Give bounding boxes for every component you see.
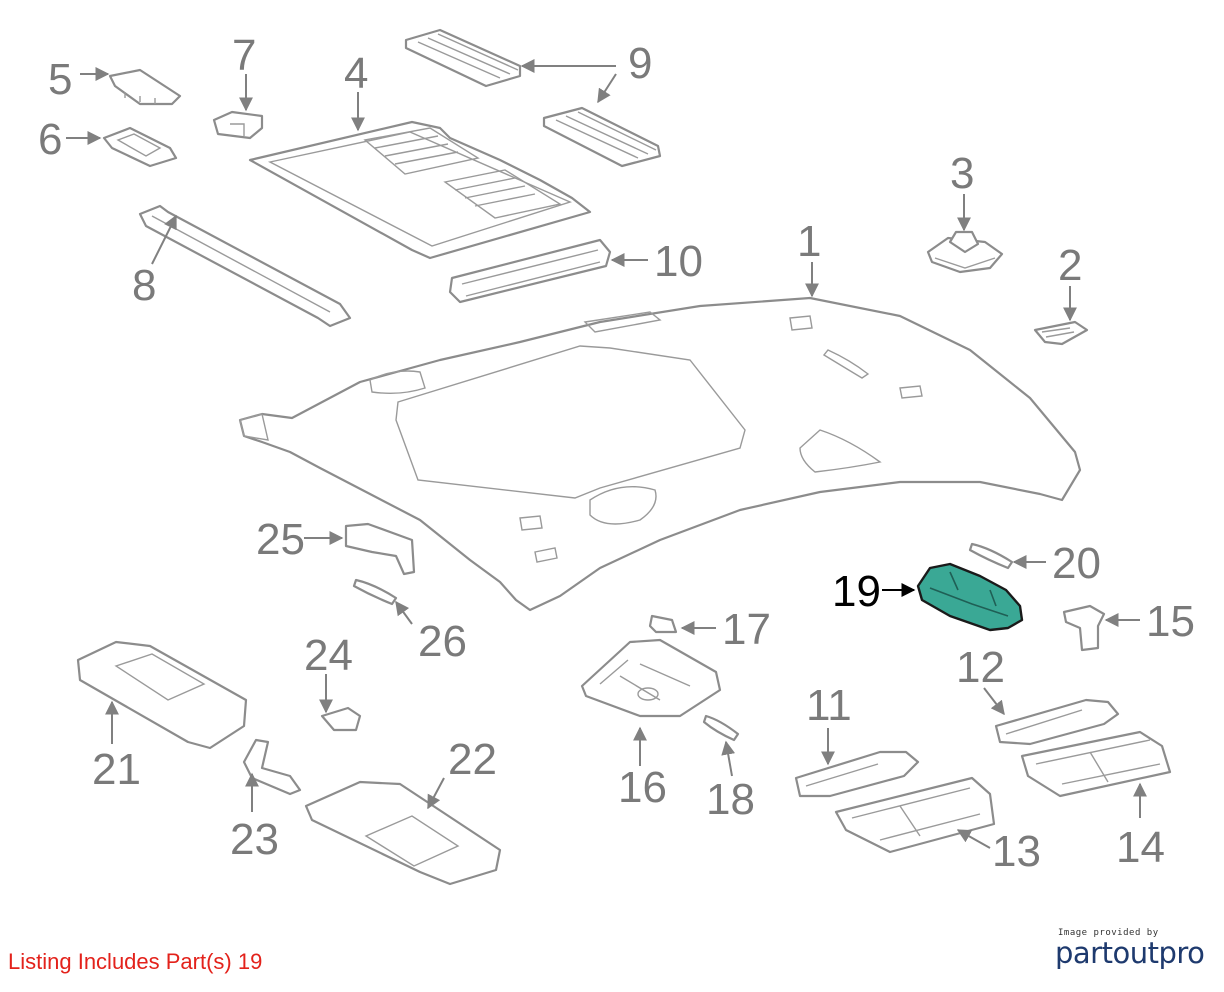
credit-brand-logo: partoutpro [1055,936,1205,970]
clip-part-7 [212,110,264,140]
callout-21: 21 [92,745,141,794]
grab-handle-part-12 [994,698,1120,746]
clip-part-24 [320,706,362,732]
callout-1: 1 [797,217,821,266]
callout-23: 23 [230,815,279,864]
callout-8: 8 [132,261,156,310]
clip-part-15 [1062,604,1106,652]
bracket-part-5 [108,68,182,106]
image-credit: Image provided by partoutpro [1055,928,1215,970]
clip-part-25 [344,522,416,576]
callout-5: 5 [48,55,72,104]
callout-20: 20 [1052,539,1101,588]
listing-note: Listing Includes Part(s) 19 [8,949,263,974]
pad-part-6 [102,126,178,168]
callout-7: 7 [232,31,256,80]
callout-24: 24 [304,631,353,680]
callout-6: 6 [38,115,62,164]
dome-lamp-part-19 [916,562,1024,632]
callout-17: 17 [722,605,771,654]
bracket-part-13 [834,776,996,854]
callout-12: 12 [956,643,1005,692]
bulb-part-20 [968,542,1014,570]
mat-part-9 [404,28,662,168]
bulb-part-18 [702,714,740,742]
lamp-base-part-3 [926,230,1004,274]
roof-panel-part-4 [248,120,592,260]
callout-labels: 1 2 3 4 5 6 7 8 9 10 11 12 13 14 15 16 1… [38,31,1195,876]
bracket-part-14 [1020,730,1172,798]
grab-handle-part-11 [794,750,920,798]
bulb-part-17 [648,614,678,634]
callout-15: 15 [1146,597,1195,646]
callout-14: 14 [1116,823,1165,872]
callout-11: 11 [806,681,852,730]
trim-part-10 [448,238,612,304]
callout-9: 9 [628,39,652,88]
headliner-part [238,296,1082,612]
rail-part-8 [138,204,352,328]
callout-16: 16 [618,763,667,812]
clip-part-2 [1033,320,1089,346]
callout-3: 3 [950,149,974,198]
sun-visor-part-22 [304,780,502,886]
callout-2: 2 [1058,241,1082,290]
callout-25: 25 [256,515,305,564]
callout-22: 22 [448,735,497,784]
leader-lines [66,59,1147,849]
callout-18: 18 [706,775,755,824]
map-lamp-part-16 [580,638,722,718]
callout-13: 13 [992,827,1041,876]
sun-visor-part-21 [76,640,248,750]
callout-4: 4 [344,49,368,98]
credit-caption: Image provided by [1058,928,1159,938]
callout-19: 19 [832,567,881,616]
bulb-part-26 [352,578,398,606]
callout-10: 10 [654,237,703,286]
callout-26: 26 [418,617,467,666]
